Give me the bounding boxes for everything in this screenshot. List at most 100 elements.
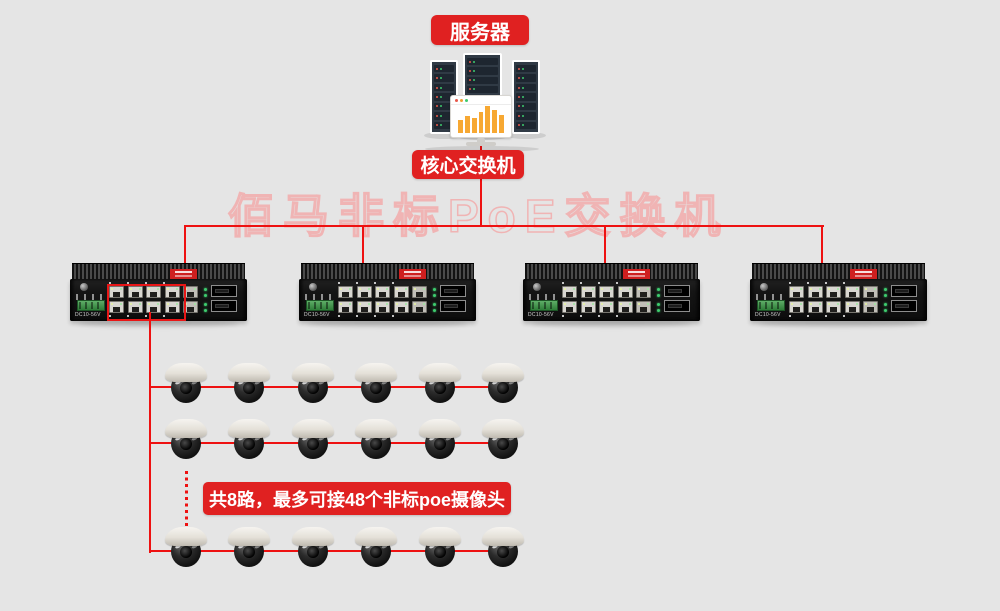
rack-slot: [516, 112, 536, 120]
port-number-ticks: [789, 281, 860, 284]
camera-housing: [292, 527, 334, 546]
uplink-port: [412, 301, 427, 313]
dome-camera: [228, 363, 270, 409]
dc-rating-text: DC10-56V: [755, 312, 781, 318]
dome-camera: [165, 419, 207, 465]
camera-housing: [292, 419, 334, 438]
rack-shadow: [424, 132, 464, 139]
status-led: [433, 303, 436, 306]
dome-camera: [419, 419, 461, 465]
heatsink: [301, 263, 474, 279]
sfp-port: [211, 299, 237, 312]
drop-line-4: [821, 225, 823, 265]
sfp-port: [891, 299, 917, 312]
sfp-port: [664, 299, 690, 312]
power-terminal-block: [757, 300, 785, 311]
rj45-port: [789, 286, 804, 298]
bus-line: [184, 225, 824, 227]
status-led: [884, 309, 887, 312]
camera-housing: [482, 419, 524, 438]
rj45-port: [789, 301, 804, 313]
monitor-chart-bar: [499, 115, 505, 133]
rj45-port: [338, 286, 353, 298]
dome-camera: [165, 527, 207, 573]
uplink-port: [863, 286, 878, 298]
brand-badge: [170, 269, 197, 279]
camera-housing: [355, 419, 397, 438]
rack-slot: [434, 93, 454, 101]
rack-slot: [467, 58, 498, 66]
poe-switch-4: DC10-56V: [750, 263, 927, 322]
status-led: [204, 288, 207, 291]
uplink-port: [863, 301, 878, 313]
core-feed-line: [480, 179, 482, 226]
sfp-port: [891, 284, 917, 297]
monitor-chart-bar: [464, 116, 470, 133]
camera-housing: [419, 363, 461, 382]
poe-ports-highlight: [106, 283, 186, 321]
camera-housing: [355, 527, 397, 546]
rj45-port: [393, 286, 409, 298]
dome-camera: [482, 419, 524, 465]
rj45-port: [127, 286, 143, 298]
camera-housing: [165, 419, 207, 438]
dome-camera: [228, 527, 270, 573]
camera-housing: [228, 527, 270, 546]
rj45-port: [580, 301, 596, 313]
rack-slot: [467, 67, 498, 75]
status-led: [657, 288, 660, 291]
capacity-label: 共8路，最多可接48个非标poe摄像头: [203, 482, 511, 515]
monitor-chart-bar: [492, 110, 498, 133]
ground-screw: [309, 283, 317, 291]
status-led: [433, 309, 436, 312]
status-led: [884, 294, 887, 297]
rack-slot: [516, 65, 536, 73]
rack-slot: [516, 121, 536, 129]
server-group-shadow: [425, 146, 539, 152]
rj45-port: [164, 301, 180, 313]
rj45-port: [356, 286, 372, 298]
poe-switch-1: DC10-56V: [70, 263, 247, 322]
monitor-titlebar: [451, 96, 511, 105]
ground-screw: [80, 283, 88, 291]
camera-housing: [419, 527, 461, 546]
rack-slot: [516, 102, 536, 111]
camera-housing: [292, 363, 334, 382]
rj45-port: [807, 286, 823, 298]
rj45-port: [127, 301, 143, 313]
rack-slot: [516, 93, 536, 101]
camera-housing: [482, 527, 524, 546]
panel-markings: [529, 294, 555, 300]
camera-trunk-line: [149, 312, 151, 553]
monitor-chart: [458, 106, 505, 133]
rack-slot: [467, 85, 498, 93]
rj45-port: [617, 286, 633, 298]
status-led: [657, 294, 660, 297]
dome-camera: [482, 527, 524, 573]
brand-badge: [850, 269, 877, 279]
rj45-port: [338, 301, 353, 313]
monitor-chart-bar: [458, 120, 463, 133]
rj45-port: [844, 301, 860, 313]
status-led: [204, 309, 207, 312]
poe-switch-2: DC10-56V: [299, 263, 476, 322]
rj45-port: [393, 301, 409, 313]
rack-slot: [434, 112, 454, 120]
port-number-ticks: [338, 315, 409, 317]
brand-badge: [399, 269, 426, 279]
ground-screw: [533, 283, 541, 291]
power-terminal-block: [77, 300, 105, 311]
dc-rating-text: DC10-56V: [304, 312, 330, 318]
drop-line-1: [184, 225, 186, 265]
camera-housing: [165, 363, 207, 382]
camera-housing: [482, 363, 524, 382]
dome-camera: [355, 363, 397, 409]
drop-line-3: [604, 225, 606, 265]
camera-housing: [228, 419, 270, 438]
heatsink: [72, 263, 245, 279]
rack-slot: [467, 76, 498, 84]
brand-badge: [623, 269, 650, 279]
rj45-port: [375, 301, 390, 313]
port-number-ticks: [338, 281, 409, 284]
ellipsis-dotted-line: [185, 471, 188, 526]
